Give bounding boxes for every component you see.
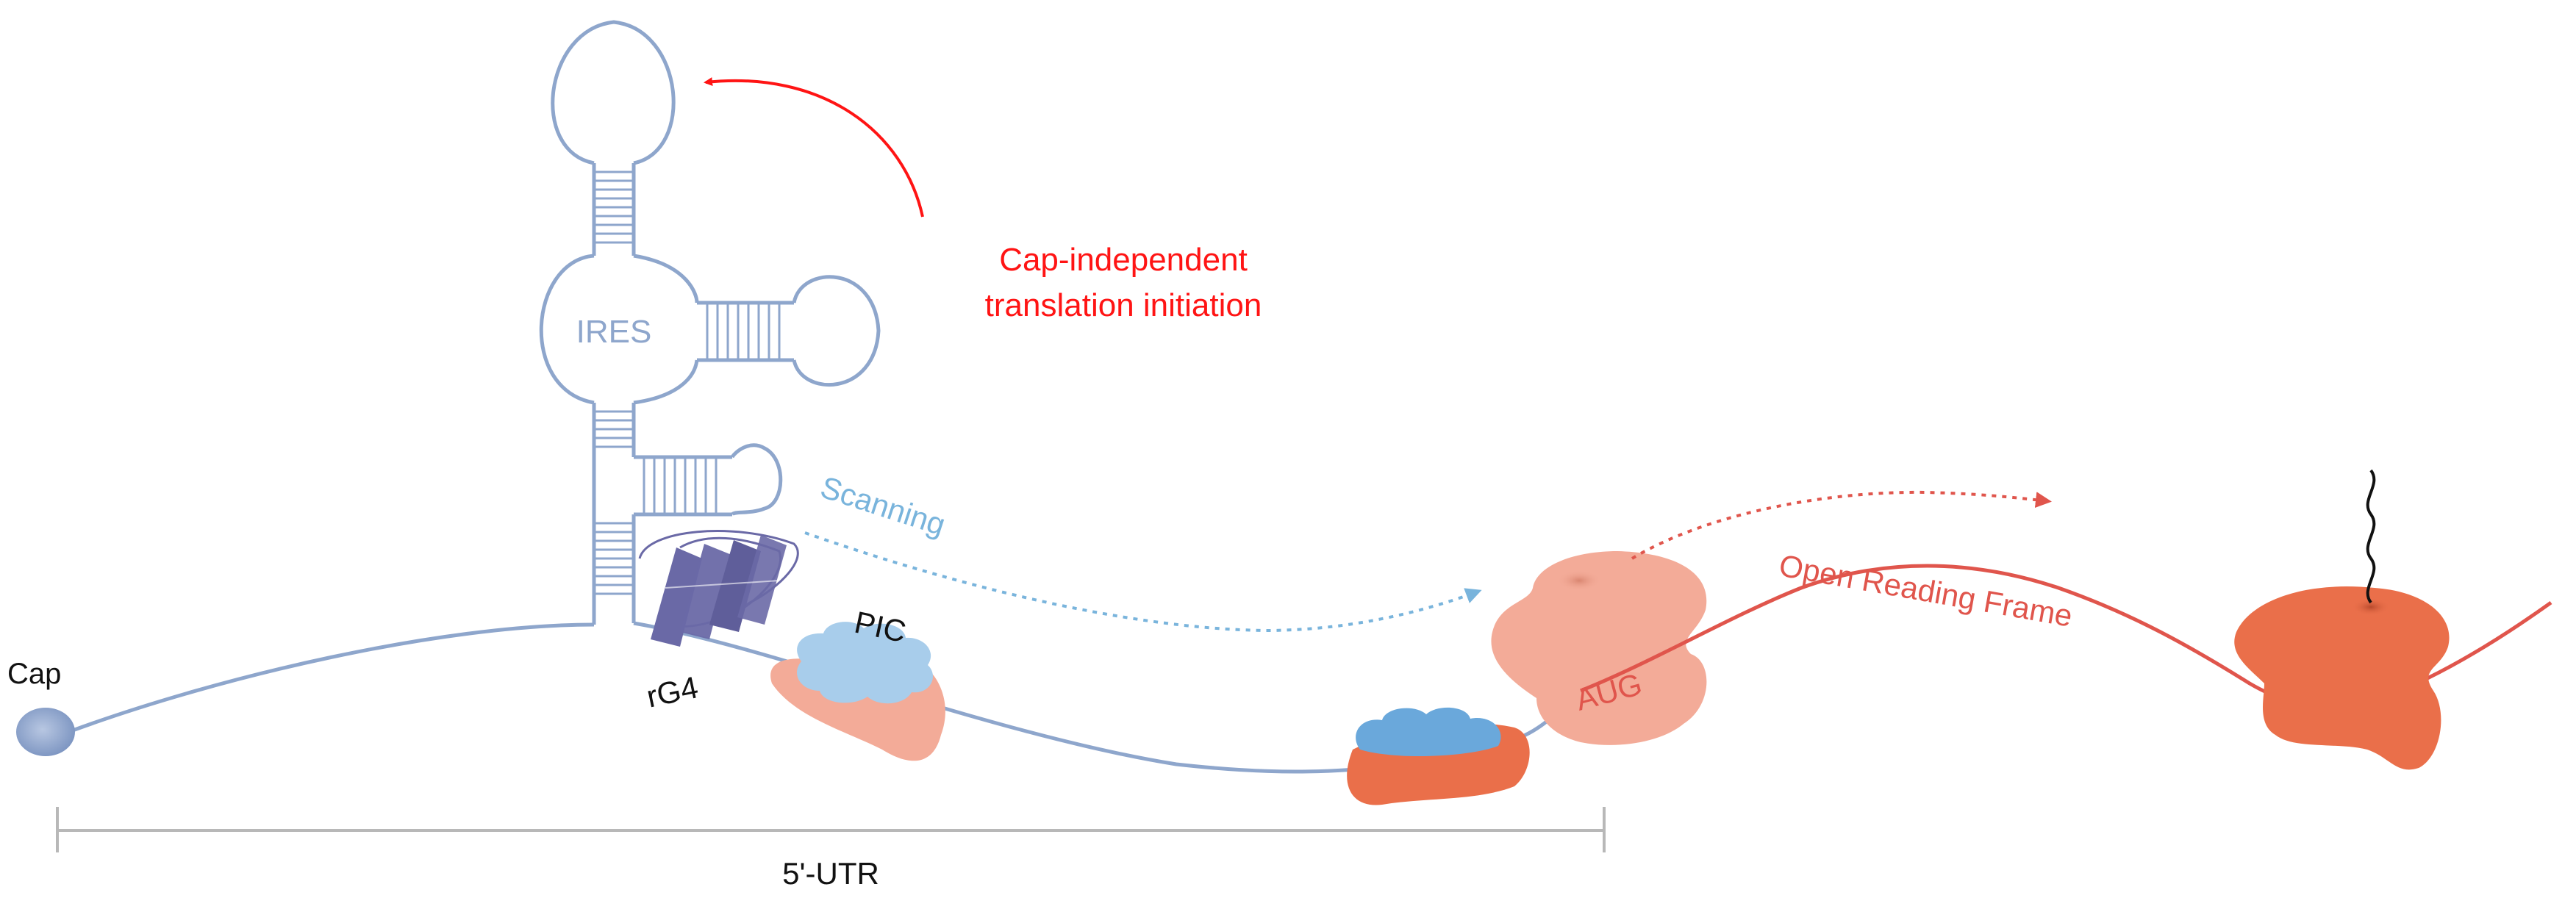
cap-independent-arrow <box>704 77 924 218</box>
rg4-quadruplex <box>638 530 799 647</box>
label-cap-independent-line1: Cap-independent <box>999 242 1248 278</box>
label-5utr: 5'-UTR <box>782 856 879 891</box>
scanning-arrow <box>804 531 1482 633</box>
ires-base-pairs <box>594 170 781 595</box>
nascent-peptide <box>2366 469 2376 604</box>
label-scanning: Scanning <box>817 470 950 542</box>
ribosome-at-aug <box>1491 551 1707 745</box>
utr-rna-strand-left <box>70 622 595 733</box>
label-rg4: rG4 <box>643 669 701 714</box>
elongation-arrow <box>1631 490 2052 560</box>
label-ires: IRES <box>576 314 652 350</box>
utr-bracket <box>56 807 1606 852</box>
pic-complex-2 <box>1347 707 1530 805</box>
label-orf: Open Reading Frame <box>1777 547 2075 633</box>
pic-complex-1 <box>770 622 945 761</box>
label-cap: Cap <box>7 658 61 690</box>
cap-structure <box>16 708 75 756</box>
translating-ribosome <box>2234 469 2450 770</box>
label-cap-independent-line2: translation initiation <box>985 287 1262 323</box>
